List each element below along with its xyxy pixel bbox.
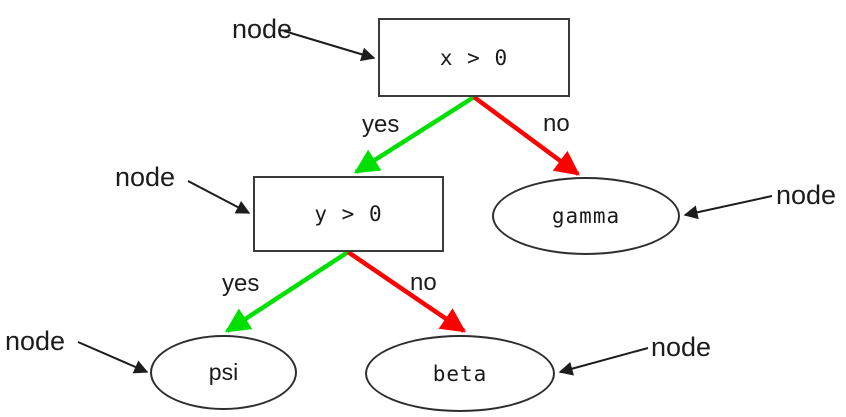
node-gamma-leaf[interactable]: gamma xyxy=(492,177,680,255)
edge-inner-beta-no xyxy=(346,250,467,333)
node-beta-label: beta xyxy=(432,361,488,386)
edge-label-inner-yes: yes xyxy=(222,270,260,297)
annotation-line-beta xyxy=(558,347,649,376)
node-beta-leaf[interactable]: beta xyxy=(365,335,555,412)
edge-root-inner-yes xyxy=(353,95,476,174)
node-root-decision[interactable]: x > 0 xyxy=(378,18,570,97)
annotation-label-root: node xyxy=(232,14,293,44)
edge-label-root-no: no xyxy=(543,110,570,137)
annotation-line-psi xyxy=(77,341,149,374)
node-inner-label: y > 0 xyxy=(314,202,383,226)
annotation-label-gamma: node xyxy=(776,180,837,210)
edge-inner-psi-yes xyxy=(224,250,350,333)
annotation-line-gamma xyxy=(683,195,773,220)
edge-label-root-yes: yes xyxy=(362,111,400,138)
annotation-label-psi: node xyxy=(5,326,66,356)
node-root-label: x > 0 xyxy=(439,45,509,70)
node-psi-label: psi xyxy=(208,359,239,385)
edge-label-inner-no: no xyxy=(410,269,437,296)
node-psi-leaf[interactable]: psi xyxy=(150,335,297,410)
annotation-label-beta: node xyxy=(651,332,712,362)
edge-root-gamma-no xyxy=(472,95,580,176)
annotation-line-inner xyxy=(187,180,251,214)
annotation-line-root xyxy=(283,30,376,62)
node-gamma-label: gamma xyxy=(551,204,621,228)
annotation-label-inner: node xyxy=(115,162,176,192)
node-inner-decision[interactable]: y > 0 xyxy=(253,176,444,252)
